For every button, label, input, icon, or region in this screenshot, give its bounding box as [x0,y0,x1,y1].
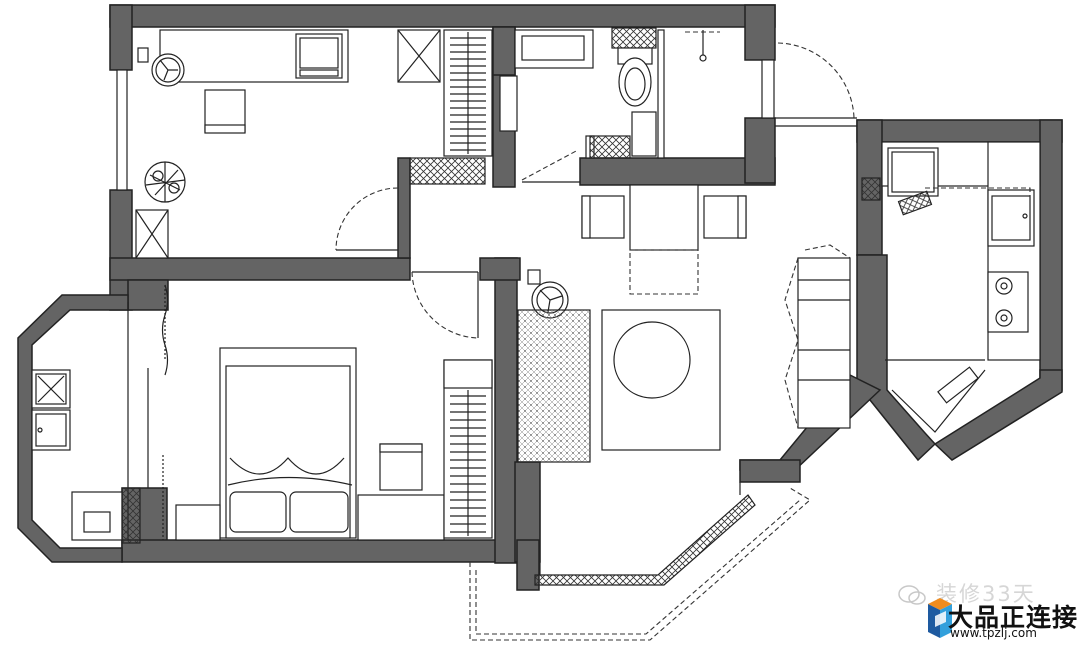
kitchen [861,141,1041,433]
brand-cube-logo [928,598,952,638]
toilet-icon [611,27,657,107]
left-balcony [17,294,141,563]
watermark: 装修33天 大品正连接 www.tpzlj.com [886,582,1079,644]
dining-area [411,184,747,339]
swivel-chair-icon [137,47,185,87]
shower-head-icon [685,30,720,62]
watermark-url: www.tpzlj.com [950,626,1037,640]
bedroom [147,284,493,541]
bathroom [499,27,857,183]
watermark-brand-name: 大品正连接 [948,603,1079,632]
plant-icon [144,161,186,203]
study-room [116,29,493,259]
wechat-icon [898,585,926,605]
walls [109,4,1063,591]
living-room [469,244,851,641]
watermark-ghost-text: 装修33天 [936,582,1036,606]
sink-icon [35,373,67,405]
gas-hob-icon [987,271,1029,333]
